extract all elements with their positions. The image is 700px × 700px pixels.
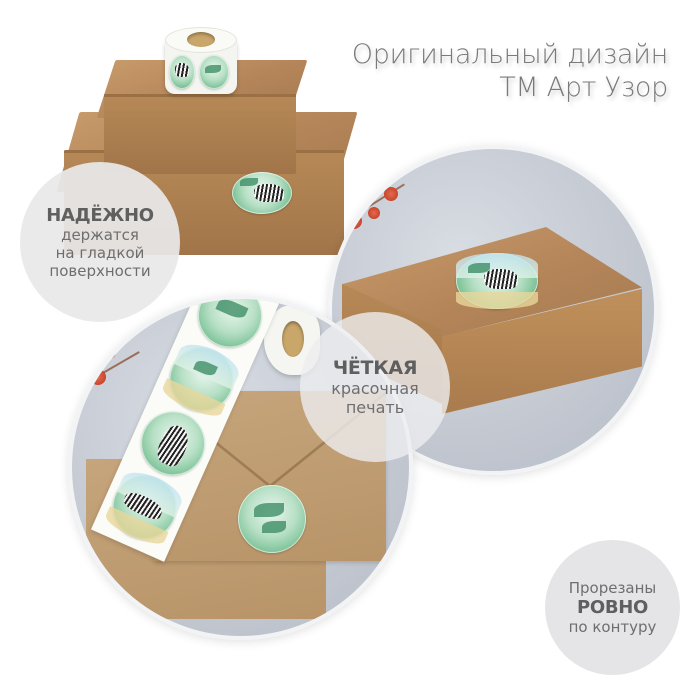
badge-print-line-2: печать: [345, 397, 405, 417]
sticker-roll: [165, 27, 237, 97]
badge-cut-heading: РОВНО: [576, 597, 649, 618]
badge-reliable-line-1: держатся: [61, 225, 139, 244]
blossom-icon: [368, 207, 380, 219]
badge-reliable-line-2: на гладкой: [55, 243, 145, 262]
zebra-sticker: [456, 253, 538, 309]
badge-reliable: НАДЁЖНО держатся на гладкой поверхности: [20, 162, 180, 322]
badge-print-line-1: красочная: [331, 378, 419, 398]
blossom-icon: [102, 345, 116, 359]
tree-sticker: [159, 337, 244, 422]
zebra-icon: [254, 184, 284, 202]
blossom-icon: [90, 369, 106, 385]
envelope-seal-sticker: [238, 485, 306, 553]
zebra-icon: [153, 422, 194, 470]
badge-cut-line-2: по контуру: [568, 618, 657, 636]
zebra-icon: [484, 269, 518, 289]
title-line-1: Оригинальный дизайн: [351, 39, 669, 70]
badge-reliable-line-3: поверхности: [49, 261, 151, 280]
badge-print: ЧЁТКАЯ красочная печать: [300, 312, 450, 462]
badge-cut: Прорезаны РОВНО по контуру: [545, 540, 680, 675]
zebra-savanna-sticker: [102, 465, 187, 550]
badge-cut-line-1: Прорезаны: [568, 579, 657, 597]
product-title: Оригинальный дизайн ТМ Арт Узор: [351, 38, 669, 104]
badge-reliable-heading: НАДЁЖНО: [46, 204, 154, 226]
blossom-icon: [346, 213, 362, 229]
title-line-2: ТМ Арт Узор: [499, 72, 668, 103]
badge-print-heading: ЧЁТКАЯ: [332, 356, 418, 379]
blossom-icon: [384, 187, 398, 201]
zebra-sticker-on-box: [232, 172, 292, 214]
small-box-front: [104, 94, 296, 174]
